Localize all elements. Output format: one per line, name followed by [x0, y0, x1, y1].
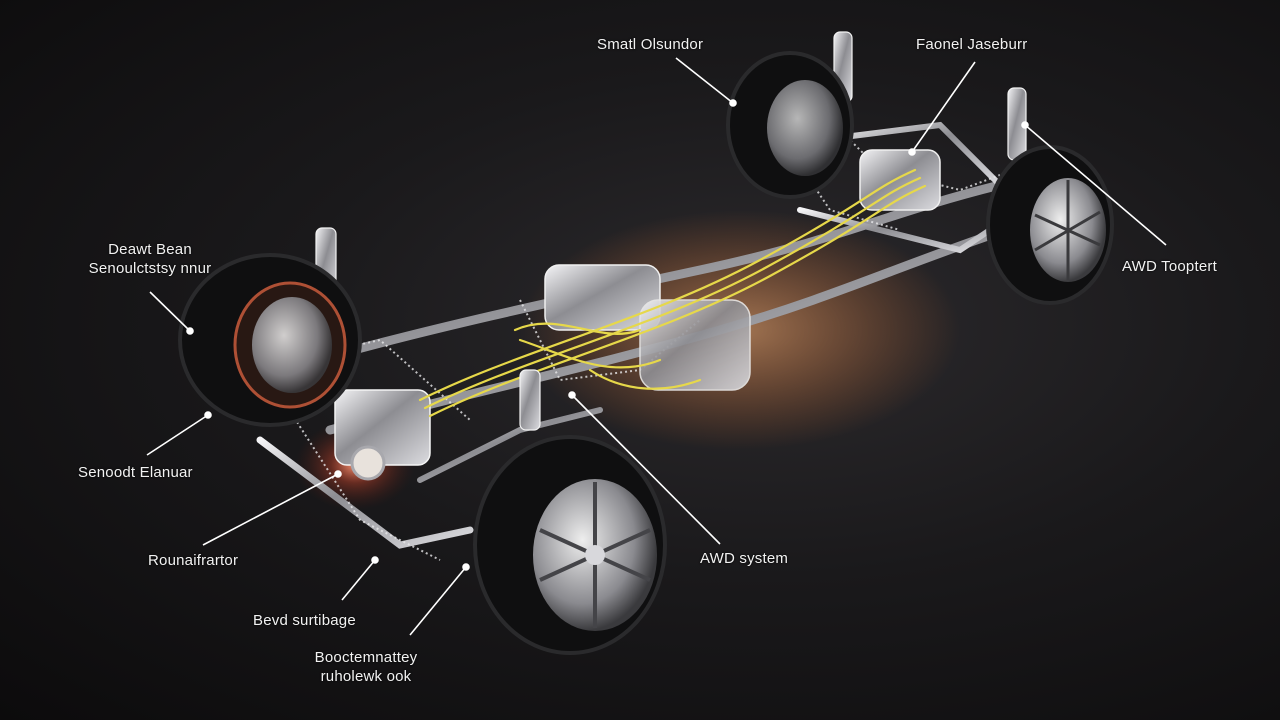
label-top-center-text: Smatl Olsundor: [597, 36, 704, 53]
label-top-right-text: Faonel Jaseburr: [916, 36, 1028, 53]
label-bottom-center: Booctemnattey ruholewk ook: [296, 648, 436, 686]
label-left-upper-line2: Senoulctstsy nnur: [88, 260, 212, 277]
awd-wiring: [418, 168, 927, 418]
wheel-front-left: [178, 253, 362, 427]
leader-lines: [146, 57, 1167, 636]
label-bottom-center-line1: Booctemnattey: [314, 649, 418, 666]
label-right-middle-text: AWD Tooptert: [1122, 258, 1217, 275]
label-right-middle: AWD Tooptert: [1122, 257, 1217, 276]
wheel-rear-right: [986, 145, 1114, 305]
front-differential: [334, 389, 431, 481]
label-bottom-left-text: Bevd surtibage: [253, 612, 356, 629]
label-top-center: Smatl Olsundor: [597, 35, 703, 54]
label-left-lower: Rounaifrartor: [148, 551, 238, 570]
label-left-lower-text: Rounaifrartor: [148, 552, 239, 569]
label-left-upper: Deawt Bean Senoulctstsy nnur: [80, 240, 220, 278]
label-left-middle-text: Senoodt Elanuar: [78, 464, 193, 481]
label-center-lower-text: AWD system: [700, 550, 789, 567]
label-left-upper-line1: Deawt Bean: [108, 241, 192, 258]
label-center-lower: AWD system: [700, 549, 788, 568]
label-bottom-left: Bevd surtibage: [253, 611, 356, 630]
rear-differential: [859, 149, 941, 211]
label-bottom-center-line2: ruholewk ook: [320, 668, 412, 685]
wheel-front-right: [473, 435, 667, 655]
label-left-middle: Senoodt Elanuar: [78, 463, 193, 482]
label-top-right: Faonel Jaseburr: [916, 35, 1027, 54]
wheel-rear-left: [726, 51, 854, 199]
